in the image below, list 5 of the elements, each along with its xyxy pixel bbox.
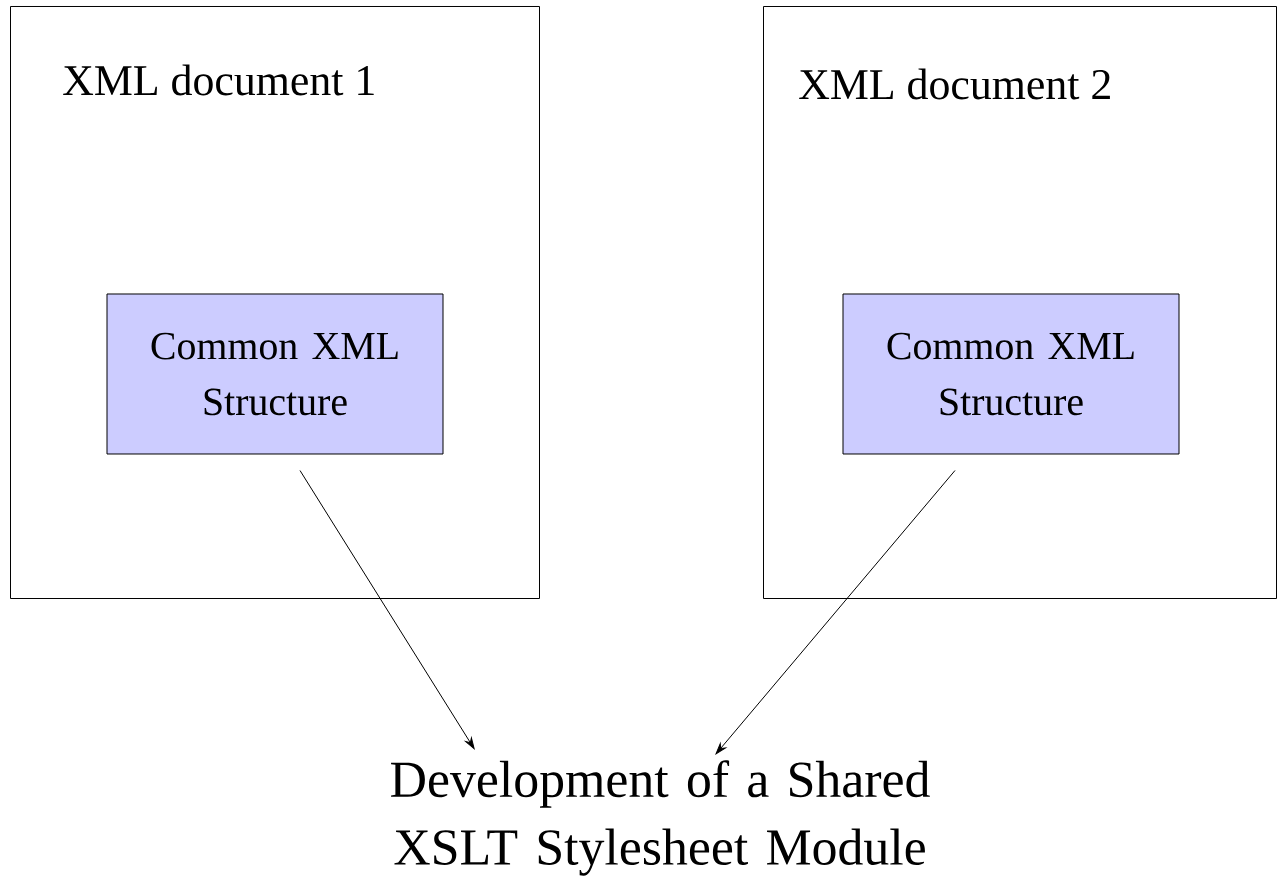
module-label: Development of a Shared XSLT Stylesheet Module [391,760,930,876]
arrow [715,470,956,755]
structure-box: Common XML Structure [842,293,1180,455]
arrow [299,470,475,750]
structure-box: Common XML Structure [106,293,444,455]
